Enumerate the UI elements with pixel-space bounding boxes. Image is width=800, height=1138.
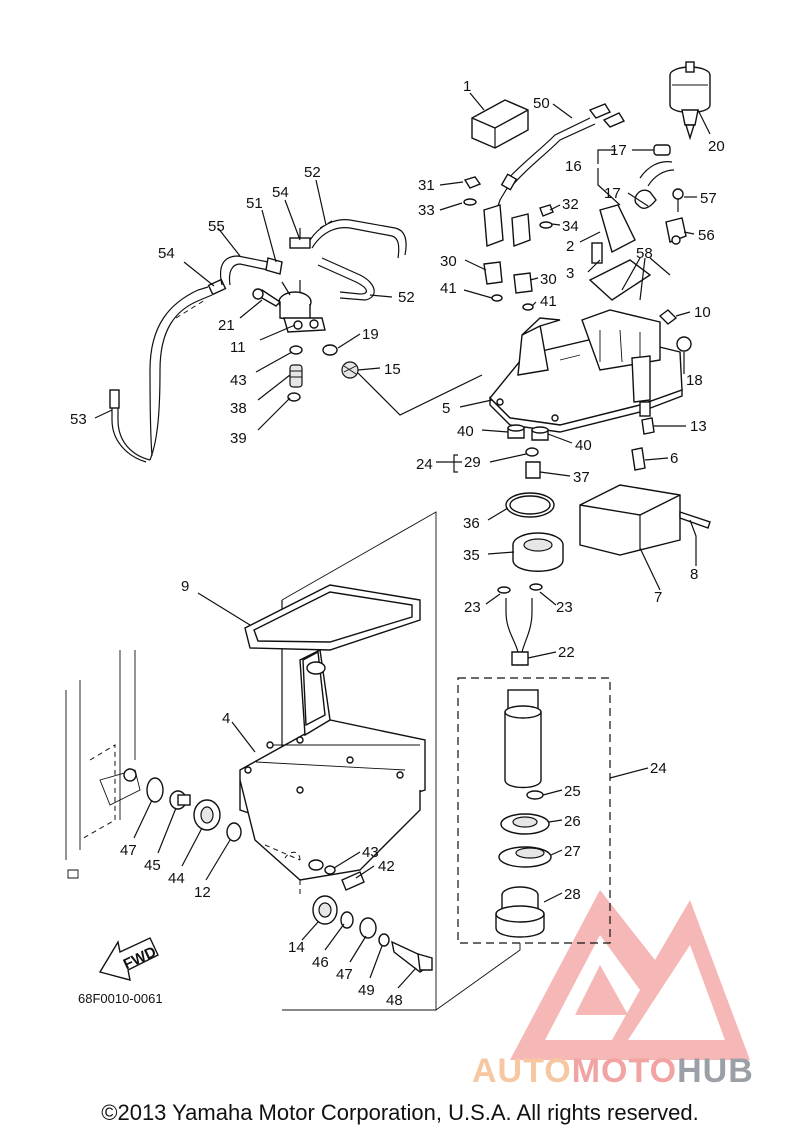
diagram-code: 68F0010-0061 — [78, 991, 163, 1006]
callout-18: 18 — [686, 372, 703, 389]
callout-47: 47 — [120, 842, 137, 859]
callout-56: 56 — [698, 227, 715, 244]
callout-21: 21 — [218, 317, 235, 334]
leader-lines — [94, 92, 711, 1011]
callout-1: 1 — [463, 78, 471, 95]
cover-small-parts — [497, 417, 711, 666]
watermark-text: AUTOMOTOHUB — [472, 1052, 754, 1091]
callout-27: 27 — [564, 843, 581, 860]
callout-30: 30 — [540, 271, 557, 288]
callout-8: 8 — [690, 566, 698, 583]
separator-body — [239, 511, 437, 1011]
callout-9: 9 — [181, 578, 189, 595]
callout-29: 29 — [464, 454, 481, 471]
watermark-logo — [510, 890, 750, 1060]
callout-41: 41 — [540, 293, 557, 310]
copyright-notice: ©2013 Yamaha Motor Corporation, U.S.A. A… — [101, 1100, 699, 1125]
callout-14: 14 — [288, 939, 305, 956]
callout-28: 28 — [564, 886, 581, 903]
callout-7: 7 — [654, 589, 662, 606]
callout-15: 15 — [384, 361, 401, 378]
callout-37: 37 — [573, 469, 590, 486]
callout-19: 19 — [362, 326, 379, 343]
callout-42: 42 — [378, 858, 395, 875]
callout-57: 57 — [700, 190, 717, 207]
callout-41: 41 — [440, 280, 457, 297]
callout-53: 53 — [70, 411, 87, 428]
callout-22: 22 — [558, 644, 575, 661]
watermark-hub: HUB — [677, 1052, 754, 1090]
callout-24: 24 — [416, 456, 433, 473]
callout-52: 52 — [304, 164, 321, 181]
callout-3: 3 — [566, 265, 574, 282]
watermark-moto: MOTO — [571, 1052, 678, 1090]
callout-43: 43 — [362, 844, 379, 861]
callout-49: 49 — [358, 982, 375, 999]
callout-35: 35 — [463, 547, 480, 564]
callout-6: 6 — [670, 450, 678, 467]
callout-47: 47 — [336, 966, 353, 983]
callout-36: 36 — [463, 515, 480, 532]
callout-33: 33 — [418, 202, 435, 219]
callout-40: 40 — [575, 437, 592, 454]
callout-54: 54 — [272, 184, 289, 201]
engine-outline — [65, 650, 141, 879]
callout-12: 12 — [194, 884, 211, 901]
callout-38: 38 — [230, 400, 247, 417]
mounting-parts — [146, 777, 433, 973]
fwd-arrow-icon: FWD — [98, 937, 159, 981]
separator-cover — [489, 309, 683, 433]
callout-40: 40 — [457, 423, 474, 440]
callout-48: 48 — [386, 992, 403, 1009]
callout-34: 34 — [562, 218, 579, 235]
callout-17: 17 — [604, 185, 621, 202]
callout-50: 50 — [533, 95, 550, 112]
callout-52: 52 — [398, 289, 415, 306]
callout-45: 45 — [144, 857, 161, 874]
callout-10: 10 — [694, 304, 711, 321]
callout-labels: 1 50 20 17 16 17 57 31 33 32 34 2 56 58 … — [70, 78, 725, 1009]
callout-17: 17 — [610, 142, 627, 159]
hose-assembly — [109, 218, 483, 463]
callout-58: 58 — [636, 245, 653, 262]
callout-11: 11 — [230, 339, 246, 356]
callout-2: 2 — [566, 238, 574, 255]
callout-13: 13 — [690, 418, 707, 435]
callout-43: 43 — [230, 372, 247, 389]
callout-30: 30 — [440, 253, 457, 270]
callout-23: 23 — [464, 599, 481, 616]
callout-5: 5 — [442, 400, 450, 417]
callout-23: 23 — [556, 599, 573, 616]
callout-16: 16 — [565, 158, 582, 175]
callout-55: 55 — [208, 218, 225, 235]
callout-31: 31 — [418, 177, 435, 194]
callout-39: 39 — [230, 430, 247, 447]
callout-44: 44 — [168, 870, 185, 887]
callout-46: 46 — [312, 954, 329, 971]
callout-26: 26 — [564, 813, 581, 830]
watermark-auto: AUTO — [472, 1052, 572, 1090]
cover-assembly — [463, 61, 711, 352]
callout-24: 24 — [650, 760, 667, 777]
callout-25: 25 — [564, 783, 581, 800]
callout-4: 4 — [222, 710, 230, 727]
callout-51: 51 — [246, 195, 263, 212]
callout-20: 20 — [708, 138, 725, 155]
fuel-pump-group — [457, 677, 611, 944]
callout-54: 54 — [158, 245, 175, 262]
callout-32: 32 — [562, 196, 579, 213]
